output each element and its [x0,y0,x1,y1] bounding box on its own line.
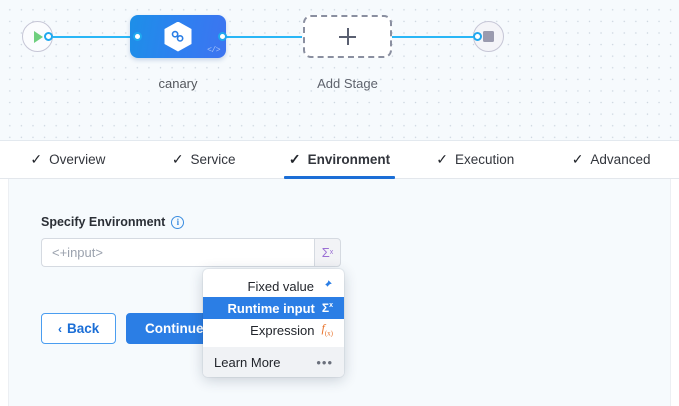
service-hexagon-icon [164,21,192,52]
stop-icon [483,31,494,42]
stage-node-label-canary: canary [158,76,198,91]
tab-label: Advanced [590,151,651,167]
tab-execution[interactable]: ✓ Execution [407,141,543,178]
plus-icon [339,28,356,45]
function-icon: f(x) [321,321,333,338]
menu-item-label: Runtime input [227,300,315,316]
specify-environment-input[interactable] [41,238,314,267]
tab-label: Execution [455,151,515,167]
check-icon: ✓ [571,151,584,167]
menu-item-fixed-value[interactable]: Fixed value [203,275,344,297]
menu-item-label: Fixed value [247,278,314,294]
stage-node-canary[interactable]: </> [130,15,226,58]
connector-line-add-to-end [392,36,478,38]
sigma-superscript: x [329,249,334,256]
add-stage-node[interactable] [303,15,392,58]
code-icon: </> [207,46,220,55]
more-options-icon[interactable]: ••• [316,354,333,370]
stage-tab-bar: ✓ Overview ✓ Service ✓ Environment ✓ Exe… [0,141,679,179]
menu-item-expression[interactable]: Expression f(x) [203,319,344,341]
specify-environment-field-row: Σx [41,238,341,267]
pipeline-canvas[interactable]: </> canary Add Stage [0,0,679,141]
port-end-input[interactable] [473,32,482,41]
continue-button-label: Continue [145,321,204,336]
chevron-left-icon: ‹ [58,321,62,336]
pin-icon [321,279,333,293]
check-icon: ✓ [436,151,448,167]
connector-line-start-to-canary [46,36,138,38]
check-icon: ✓ [171,151,184,167]
tab-label: Service [190,151,236,167]
back-button[interactable]: ‹ Back [41,313,117,344]
dropdown-footer[interactable]: Learn More ••• [203,347,344,377]
learn-more-link[interactable]: Learn More [214,354,281,370]
field-label-text: Specify Environment [41,215,166,229]
port-canary-output[interactable] [218,32,227,41]
check-icon: ✓ [288,151,301,167]
tab-label: Environment [307,151,391,167]
menu-item-runtime-input[interactable]: Runtime input Σx [203,297,344,319]
sigma-icon: Σx [321,301,333,315]
form-action-buttons: ‹ Back Continue [41,313,223,344]
tab-overview[interactable]: ✓ Overview [0,141,136,178]
sigma-icon: Σ [321,245,330,260]
port-start-output[interactable] [44,32,53,41]
input-type-dropdown-menu: Fixed value Runtime input Σx Expression … [203,269,344,377]
add-stage-label: Add Stage [317,76,378,91]
info-icon[interactable]: i [171,215,185,229]
tab-label: Overview [49,151,106,167]
menu-item-label: Expression [250,322,315,338]
tab-service[interactable]: ✓ Service [136,141,272,178]
tab-advanced[interactable]: ✓ Advanced [543,141,679,178]
specify-environment-label: Specify Environment i [41,215,185,229]
play-icon [34,30,43,43]
back-button-label: Back [67,321,100,336]
check-icon: ✓ [30,151,43,167]
port-canary-input[interactable] [133,32,142,41]
connector-line-canary-to-add [222,36,302,38]
tab-environment[interactable]: ✓ Environment [272,141,408,179]
